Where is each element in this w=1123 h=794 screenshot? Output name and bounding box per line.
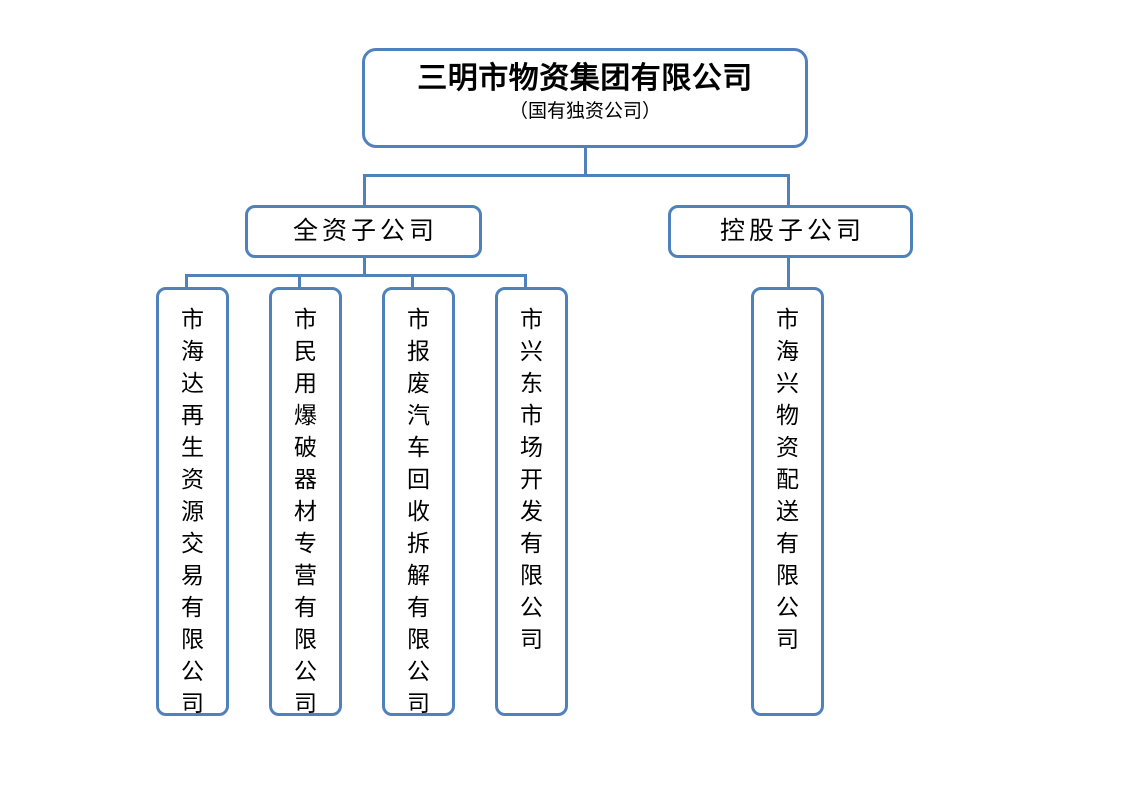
root-node[interactable]: 三明市物资集团有限公司 （国有独资公司） (362, 48, 808, 148)
connector-root-stem (584, 148, 587, 176)
leaf-node-wholly-owned-3-label: 市报废汽车回收拆解有限公司 (407, 307, 430, 716)
leaf-node-wholly-owned-1-label: 市海达再生资源交易有限公司 (181, 307, 204, 716)
connector-level2-bus (363, 174, 790, 177)
leaf-node-wholly-owned-3[interactable]: 市报废汽车回收拆解有限公司 (382, 287, 455, 716)
group-node-holding-label: 控股子公司 (719, 217, 865, 245)
connector-drop-leaf-3 (411, 274, 414, 289)
root-node-subtitle: （国有独资公司） (508, 101, 661, 122)
connector-drop-leaf-1 (185, 274, 188, 289)
group-node-wholly-owned[interactable]: 全资子公司 (245, 205, 482, 258)
connector-drop-holding (787, 174, 790, 206)
leaf-node-wholly-owned-4-label: 市兴东市场开发有限公司 (520, 307, 543, 652)
leaf-node-wholly-owned-2-label: 市民用爆破器材专营有限公司 (294, 307, 317, 716)
leaf-node-holding-1[interactable]: 市海兴物资配送有限公司 (751, 287, 824, 716)
leaf-node-wholly-owned-2[interactable]: 市民用爆破器材专营有限公司 (269, 287, 342, 716)
group-node-wholly-owned-label: 全资子公司 (292, 217, 438, 245)
connector-holding-drop-leaf-1 (787, 258, 790, 289)
root-node-title: 三明市物资集团有限公司 (417, 62, 753, 95)
leaf-node-holding-1-label: 市海兴物资配送有限公司 (776, 307, 799, 652)
connector-wholly-owned-bus (185, 274, 526, 277)
connector-drop-wholly-owned (363, 174, 366, 206)
leaf-node-wholly-owned-4[interactable]: 市兴东市场开发有限公司 (495, 287, 568, 716)
connector-drop-leaf-4 (524, 274, 527, 289)
leaf-node-wholly-owned-1[interactable]: 市海达再生资源交易有限公司 (156, 287, 229, 716)
connector-drop-leaf-2 (298, 274, 301, 289)
connector-wholly-owned-stem (363, 258, 366, 276)
group-node-holding[interactable]: 控股子公司 (668, 205, 913, 258)
